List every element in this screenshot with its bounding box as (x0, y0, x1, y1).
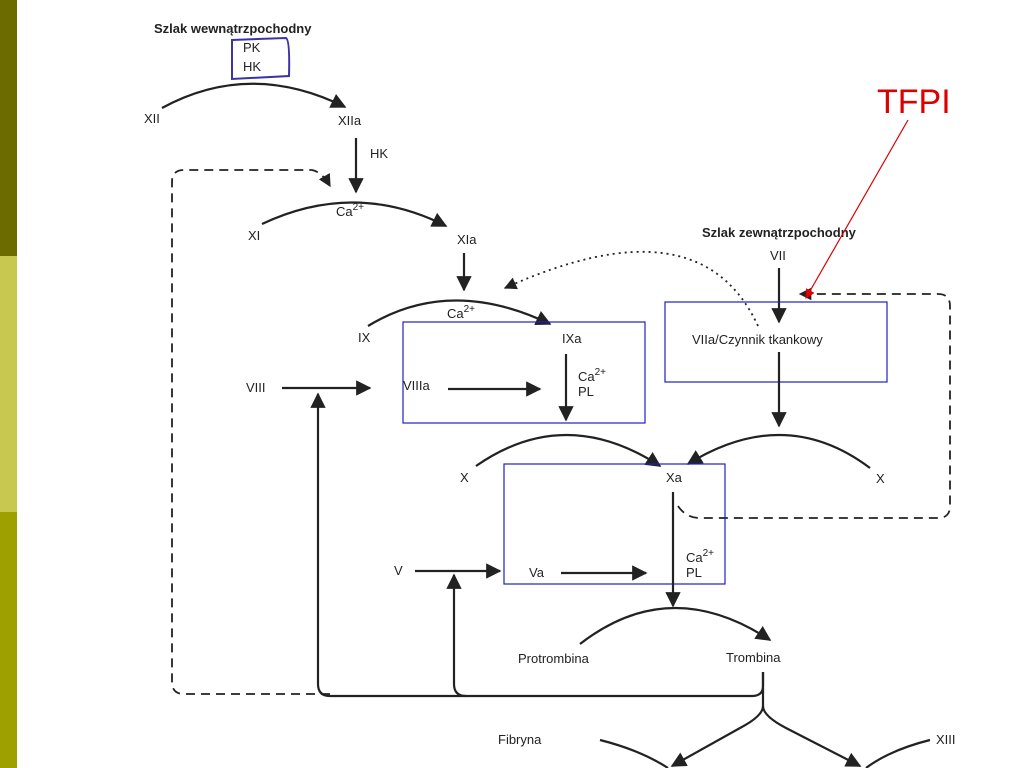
thrombin-to-xi-dashed-loop (171, 169, 331, 695)
viia-to-ix-dotted-arrow (503, 251, 759, 327)
factor-xi-label: XI (248, 228, 260, 243)
tfpi-label: TFPI (877, 83, 951, 121)
thrombin-to-v-feedback (446, 573, 467, 698)
tenase-complex-box (402, 321, 646, 424)
ca-ion-3: Ca2+ (578, 367, 606, 384)
ca-ion-2: Ca2+ (447, 304, 475, 321)
factor-xii-label: XII (144, 111, 160, 126)
phospholipid-label-1: PL (578, 384, 594, 399)
factor-vii-label: VII (770, 248, 786, 263)
xiii-arc (865, 738, 931, 768)
factor-xiii-label: XIII (936, 732, 956, 747)
viia-tissue-factor-label: VIIa/Czynnik tkankowy (692, 332, 823, 347)
x-left-activation-arc (475, 434, 662, 467)
intrinsic-pathway-title: Szlak wewnątrzpochodny (154, 21, 312, 36)
prothrombinase-complex-box (503, 463, 726, 585)
pk-hk-annotation-box (231, 36, 291, 81)
sidebar-band-bottom (0, 512, 17, 768)
thrombin-to-xiii-arrow (761, 705, 862, 767)
factor-x-right-label: X (876, 471, 885, 486)
xii-activation-arc (161, 82, 347, 109)
factor-ix-label: IX (358, 330, 371, 345)
xa-feedback-dashed-loop (677, 287, 951, 519)
factor-va-label: Va (529, 565, 545, 580)
prothrombin-activation-arc (579, 606, 772, 645)
hk-label: HK (370, 146, 388, 161)
factor-xiia-label: XIIa (338, 113, 362, 128)
thrombin-to-fibrin-arrow (670, 672, 765, 767)
hk-top-label: HK (243, 59, 261, 74)
factor-ixa-label: IXa (562, 331, 582, 346)
thrombin-label: Trombina (726, 650, 781, 665)
prothrombin-label: Protrombina (518, 651, 590, 666)
sidebar-band-middle (0, 256, 17, 512)
factor-x-left-label: X (460, 470, 469, 485)
factor-viii-label: VIII (246, 380, 266, 395)
phospholipid-label-2: PL (686, 565, 702, 580)
factor-viiia-label: VIIIa (403, 378, 431, 393)
x-right-activation-arc (686, 433, 871, 469)
fibrin-arc (599, 738, 669, 768)
tfpi-inhibition-arrow (805, 119, 909, 299)
xi-activation-arc (261, 201, 448, 227)
ca-ion-1: Ca2+ (336, 202, 364, 219)
tissue-factor-complex-box (664, 301, 888, 383)
fibrin-label: Fibryna (498, 732, 542, 747)
factor-v-label: V (394, 563, 403, 578)
ix-activation-arc (367, 299, 552, 327)
pk-label: PK (243, 40, 261, 55)
extrinsic-pathway-title: Szlak zewnątrzpochodny (702, 225, 857, 240)
sidebar-band-top (0, 0, 17, 256)
ca-ion-4: Ca2+ (686, 548, 714, 565)
factor-xa-label: Xa (666, 470, 683, 485)
factor-xia-label: XIa (457, 232, 477, 247)
